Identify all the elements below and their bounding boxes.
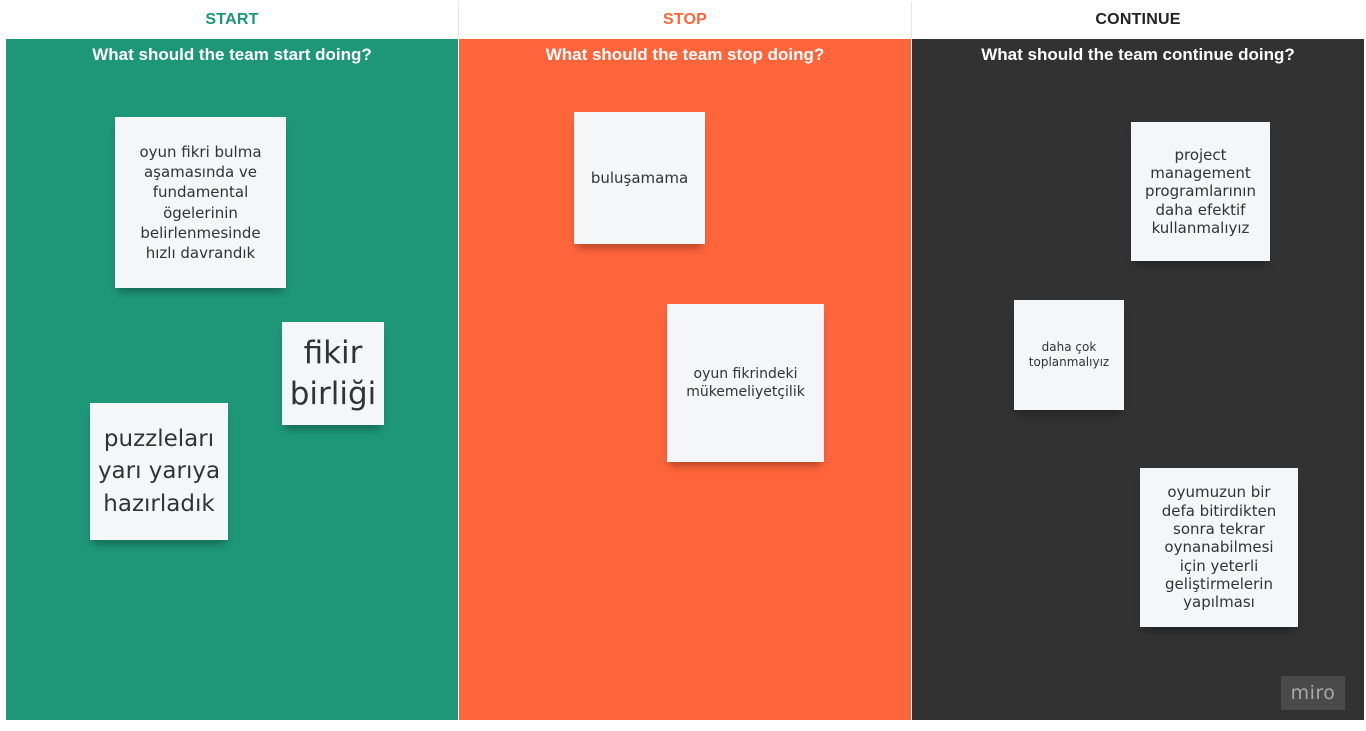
miro-logo-text: miro xyxy=(1290,682,1336,704)
sticky-note[interactable]: buluşamama xyxy=(574,112,705,244)
sticky-note-text: fikir birliği xyxy=(289,335,377,412)
column-question-start: What should the team start doing? xyxy=(92,45,372,64)
column-question-stop: What should the team stop doing? xyxy=(545,45,825,64)
sticky-note-text: puzzleları yarı yarıya hazırladık xyxy=(97,426,221,517)
sticky-note-text: oyumuzun bir defa bitirdikten sonra tekr… xyxy=(1161,483,1277,612)
sticky-note-text: daha çok toplanmalıyız xyxy=(1028,340,1110,369)
sticky-note-text: buluşamama xyxy=(590,168,689,187)
sticky-note-text: oyun fikri bulma aşamasında ve fundament… xyxy=(139,142,262,262)
column-title-continue: CONTINUE xyxy=(1095,11,1181,28)
sticky-note[interactable]: oyumuzun bir defa bitirdikten sonra tekr… xyxy=(1140,468,1298,627)
sticky-note-text: oyun fikrindeki mükemeliyetçilik xyxy=(686,365,805,400)
column-title-start: START xyxy=(205,11,259,28)
miro-logo[interactable]: miro xyxy=(1281,676,1345,710)
sticky-note-text: project management programlarının daha e… xyxy=(1145,145,1256,237)
column-header-continue: CONTINUE xyxy=(912,2,1364,38)
sticky-note[interactable]: project management programlarının daha e… xyxy=(1131,122,1270,261)
sticky-note[interactable]: puzzleları yarı yarıya hazırladık xyxy=(90,403,228,540)
sticky-note[interactable]: oyun fikrindeki mükemeliyetçilik xyxy=(667,304,824,462)
column-title-stop: STOP xyxy=(662,11,708,28)
column-question-continue: What should the team continue doing? xyxy=(981,45,1295,64)
sticky-note[interactable]: oyun fikri bulma aşamasında ve fundament… xyxy=(115,117,286,288)
sticky-note[interactable]: daha çok toplanmalıyız xyxy=(1014,300,1124,410)
column-header-start: START xyxy=(6,2,459,38)
column-header-stop: STOP xyxy=(459,2,912,38)
sticky-note[interactable]: fikir birliği xyxy=(282,322,384,425)
